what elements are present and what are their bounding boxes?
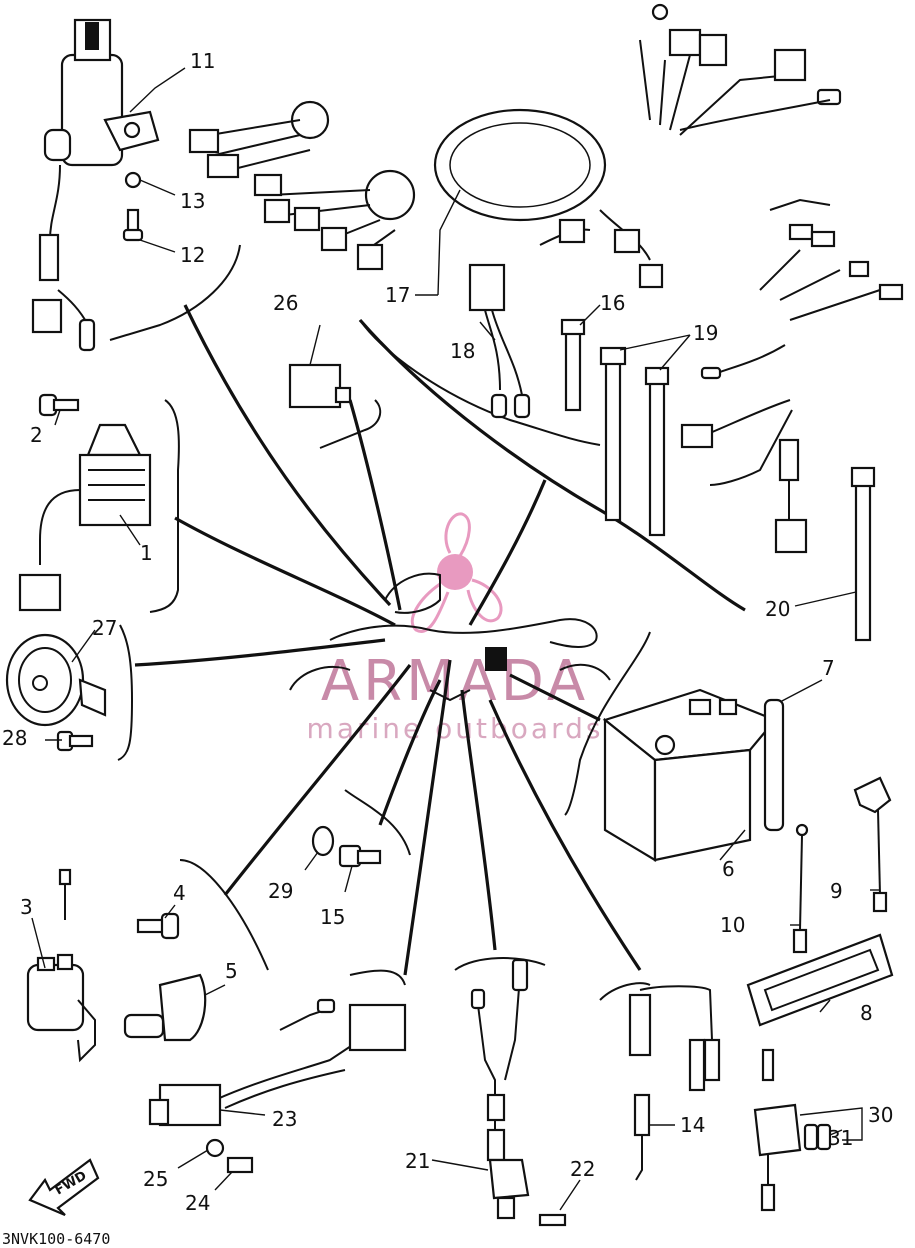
callout-6: 6 — [722, 857, 735, 881]
fuse-31-part — [803, 1123, 832, 1151]
breather-pipe-7-part — [763, 698, 785, 832]
callout-3: 3 — [20, 895, 33, 919]
leader-lines — [31, 67, 880, 1211]
callout-8: 8 — [860, 1001, 873, 1025]
callout-24: 24 — [185, 1191, 210, 1215]
callout-23: 23 — [272, 1107, 297, 1131]
cdi-unit-23-part — [148, 998, 407, 1127]
callout-7: 7 — [822, 656, 835, 680]
callout-19: 19 — [693, 321, 718, 345]
callout-14: 14 — [680, 1113, 705, 1137]
sensor-21-part — [470, 958, 530, 1220]
callouts: 11 13 12 17 18 16 19 26 2 1 27 28 20 7 6… — [2, 49, 893, 1215]
callout-27: 27 — [92, 616, 117, 640]
callout-11: 11 — [190, 49, 215, 73]
washer-29-part — [311, 825, 335, 857]
callout-12: 12 — [180, 243, 205, 267]
callout-20: 20 — [765, 597, 790, 621]
callout-9: 9 — [830, 879, 843, 903]
callout-30: 30 — [868, 1103, 893, 1127]
screw-22-part — [538, 1213, 567, 1227]
watermark-tagline: marine outboards — [307, 712, 604, 745]
flasher-relay-26-part — [288, 363, 352, 409]
battery-band-8-part — [746, 933, 894, 1027]
callout-28: 28 — [2, 726, 27, 750]
callout-10: 10 — [720, 913, 745, 937]
center-pointers — [134, 304, 746, 976]
washer-25-part — [205, 1138, 225, 1158]
bands-16-part — [560, 318, 586, 412]
wire-harness-part — [188, 3, 904, 554]
plug-cap-5-part — [123, 973, 207, 1042]
bolt-28-part — [56, 730, 94, 752]
motorcycle-silhouette — [289, 572, 611, 702]
callout-13: 13 — [180, 189, 205, 213]
callout-26: 26 — [273, 291, 298, 315]
callout-15: 15 — [320, 905, 345, 929]
propeller-logo-icon — [410, 512, 503, 633]
callout-25: 25 — [143, 1167, 168, 1191]
horn-27-part — [5, 633, 107, 727]
callout-22: 22 — [570, 1157, 595, 1181]
ignition-coil-3-part — [26, 868, 96, 1063]
battery-6-part — [602, 688, 777, 862]
callout-31: 31 — [828, 1126, 853, 1150]
callout-2: 2 — [30, 423, 43, 447]
callout-17: 17 — [385, 283, 410, 307]
callout-29: 29 — [268, 879, 293, 903]
starter-switch-30-part — [753, 1048, 802, 1212]
forward-arrow-icon: FWD — [28, 1158, 100, 1217]
callout-18: 18 — [450, 339, 475, 363]
bolt-15-part — [338, 844, 382, 868]
switch-14-part — [628, 985, 721, 1181]
drawing-code: 3NVK100-6470 — [2, 1230, 110, 1248]
ignition-switch-part — [31, 18, 160, 352]
bands-19-part — [599, 346, 670, 537]
watermark-brand: ARMADA — [321, 649, 589, 714]
screw-12-part — [122, 208, 144, 242]
cable-10-part — [792, 823, 809, 954]
relay-18-part — [468, 263, 531, 419]
band-20-part — [850, 466, 876, 642]
group-brackets — [109, 244, 651, 1001]
callout-1: 1 — [140, 541, 153, 565]
cable-9-part — [853, 776, 892, 913]
screw-4-part — [136, 912, 180, 940]
callout-4: 4 — [173, 881, 186, 905]
bolt-24-part — [226, 1156, 254, 1174]
callout-16: 16 — [600, 291, 625, 315]
watermark: ARMADA marine outboards — [307, 512, 604, 745]
washer-13-part — [124, 171, 142, 189]
bolt-2-part — [38, 393, 80, 417]
rectifier-regulator-1-part — [18, 423, 152, 612]
callout-5: 5 — [225, 959, 238, 983]
callout-21: 21 — [405, 1149, 430, 1173]
